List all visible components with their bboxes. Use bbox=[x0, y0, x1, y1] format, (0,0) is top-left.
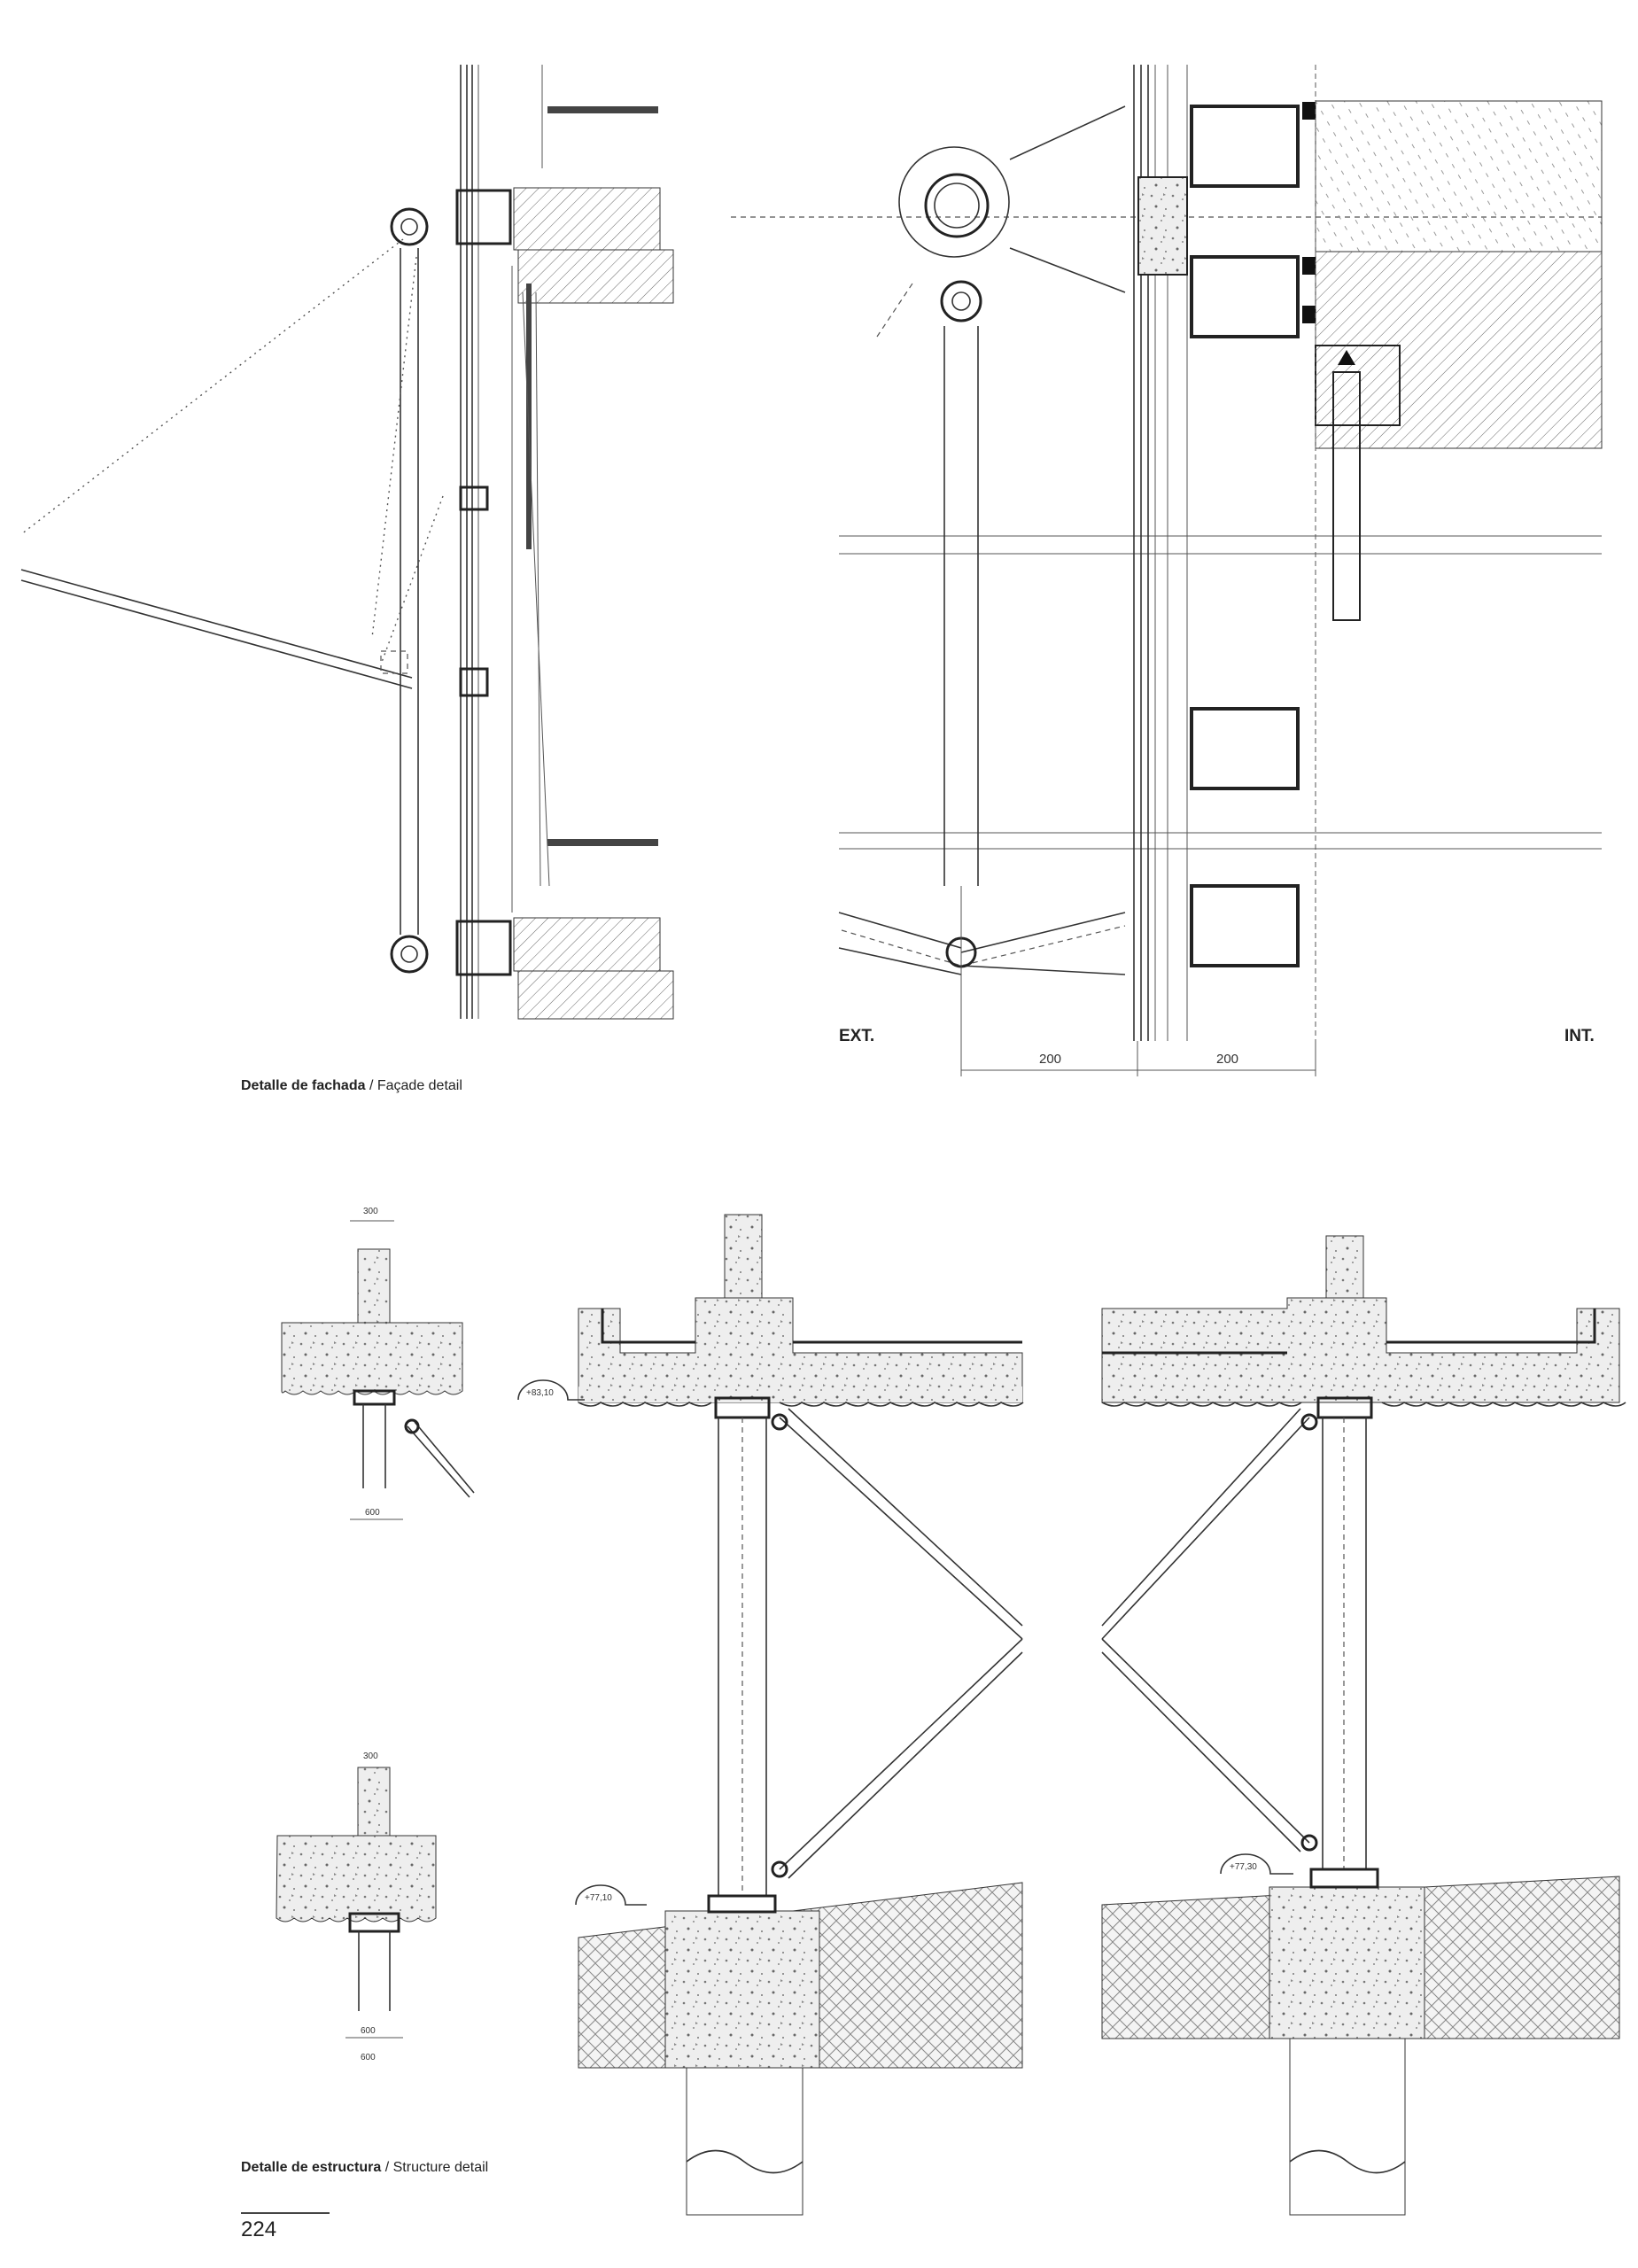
caption-title: Detalle de fachada bbox=[241, 1078, 366, 1093]
dim-label: 200 bbox=[1039, 1052, 1061, 1067]
facade-section-left bbox=[20, 65, 674, 1020]
dim-label: 600 bbox=[361, 2026, 376, 2036]
caption-translation: Façade detail bbox=[377, 1078, 462, 1093]
caption-separator: / bbox=[365, 1078, 377, 1093]
page-number-rule bbox=[241, 2212, 330, 2214]
structure-caption: Detalle de estructura / Structure detail bbox=[241, 2160, 488, 2176]
dim-label: 300 bbox=[363, 1207, 378, 1216]
level-marker: +77,30 bbox=[1230, 1862, 1257, 1872]
dimension-line: 200 200 bbox=[960, 886, 1316, 1076]
level-marker: +83,10 bbox=[526, 1388, 554, 1398]
structure-section-middle: +83,10 +77,10 bbox=[517, 1214, 1024, 2216]
structure-section-right: +77,30 bbox=[1101, 1235, 1626, 2216]
dim-label: 600 bbox=[361, 2053, 376, 2062]
structure-detail-small-bottom: 300 600 600 bbox=[276, 1751, 437, 2062]
dim-label: 200 bbox=[1216, 1052, 1238, 1067]
ext-label: EXT. bbox=[839, 1027, 874, 1045]
dim-label: 300 bbox=[363, 1751, 378, 1761]
facade-caption: Detalle de fachada / Façade detail bbox=[241, 1078, 462, 1094]
caption-separator: / bbox=[381, 2160, 393, 2175]
caption-title: Detalle de estructura bbox=[241, 2160, 382, 2175]
facade-detail-enlarged: EXT. INT. 200 200 bbox=[731, 65, 1603, 1076]
dim-label: 600 bbox=[365, 1508, 380, 1518]
int-label: INT. bbox=[1564, 1027, 1595, 1045]
structure-detail-small-top: 300 600 bbox=[281, 1207, 475, 1520]
level-marker: +77,10 bbox=[585, 1893, 612, 1903]
page-number: 224 bbox=[241, 2218, 277, 2241]
caption-translation: Structure detail bbox=[392, 2160, 489, 2175]
